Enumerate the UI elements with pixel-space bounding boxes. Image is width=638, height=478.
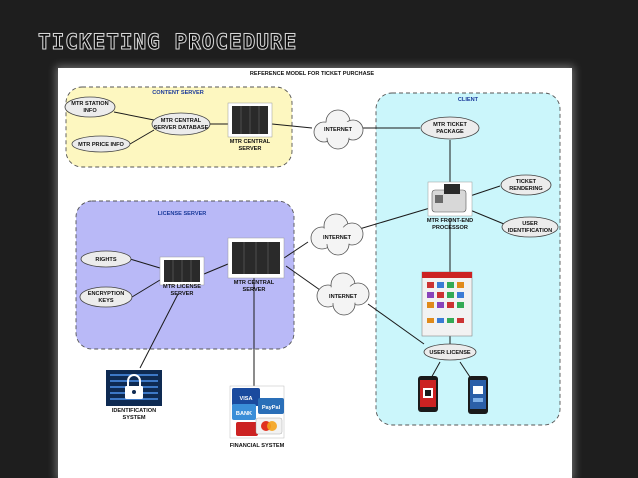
diagram-heading: REFERENCE MODEL FOR TICKET PURCHASE [250,71,374,77]
client-title: CLIENT [458,97,479,103]
mtr-station-info-node: MTR STATION INFO [64,96,116,118]
svg-text:INFO: INFO [83,108,97,114]
svg-text:KEYS: KEYS [98,298,114,304]
front-end-processor-label-line2: PROCESSOR [432,225,468,231]
svg-text:BANK: BANK [236,411,252,417]
mtr-ticket-package-node: MTR TICKET PACKAGE [420,116,480,140]
svg-text:IDENTIFICATION: IDENTIFICATION [508,228,552,234]
svg-text:USER LICENSE: USER LICENSE [429,350,471,356]
connector [285,265,321,291]
content-server-title: CONTENT SERVER [152,90,204,96]
ticket-rendering-node: TICKET RENDERING [500,174,552,196]
reference-model-diagram: REFERENCE MODEL FOR TICKET PURCHASE CONT… [64,71,561,449]
internet-cloud-middle: INTERNET [310,213,364,256]
svg-text:INTERNET: INTERNET [329,294,358,300]
license-central-server-icon [227,237,285,279]
connector [469,209,505,225]
svg-text:MTR PRICE INFO: MTR PRICE INFO [78,142,124,148]
encryption-keys-node: ENCRYPTION KEYS [79,286,133,308]
diagram-panel: REFERENCE MODEL FOR TICKET PURCHASE CONT… [58,68,572,478]
license-server-icon [159,256,205,286]
connector [271,123,313,129]
svg-text:INTERNET: INTERNET [324,127,353,133]
connector [283,241,309,259]
svg-text:RENDERING: RENDERING [509,186,543,192]
connector [113,111,155,121]
front-end-processor-label: MTR FRONT-END [427,218,473,224]
svg-text:VISA: VISA [239,396,252,402]
svg-text:PACKAGE: PACKAGE [436,129,464,135]
identification-system-image [106,370,162,406]
svg-text:RIGHTS: RIGHTS [95,257,116,263]
lock-icon [127,374,141,386]
front-end-processor-icon [427,181,473,217]
svg-text:PayPal: PayPal [262,405,281,411]
internet-cloud-top: INTERNET [313,109,364,150]
connector [355,207,431,231]
financial-system-label: FINANCIAL SYSTEM [230,443,285,449]
license-central-server-label: MTR CENTRAL [234,280,275,286]
mobile-phone-left-icon [418,376,438,412]
client-zone [375,92,561,426]
license-central-server-label-line2: SERVER [243,287,266,293]
identification-system-label-line2: SYSTEM [122,415,145,421]
connector [203,263,229,275]
internet-cloud-bottom: INTERNET [316,272,370,316]
svg-text:MTR STATION: MTR STATION [71,101,108,107]
svg-text:ENCRYPTION: ENCRYPTION [88,291,124,297]
content-central-server-icon [227,102,273,138]
svg-text:TICKET: TICKET [516,179,537,185]
license-server-title: LICENSE SERVER [158,211,207,217]
connector [131,279,161,298]
slide-title: TICKETING PROCEDURE [37,30,298,55]
user-license-node: USER LICENSE [423,343,477,361]
connector [367,303,425,345]
rights-node: RIGHTS [80,250,132,268]
license-server-label: MTR LICENSE [163,284,201,290]
license-server-label-line2: SERVER [171,291,194,297]
svg-text:INTERNET: INTERNET [323,235,352,241]
svg-text:MTR CENTRAL: MTR CENTRAL [161,118,202,124]
identification-system-label: IDENTIFICATION [112,408,156,414]
connector [129,258,161,269]
mobile-app-screenshot [421,271,473,337]
svg-text:MTR TICKET: MTR TICKET [433,122,467,128]
content-central-server-label-line2: SERVER [239,146,262,152]
connector [469,185,501,197]
svg-text:USER: USER [522,221,538,227]
payment-cards-image: VISA PayPal BANK [229,385,285,439]
mtr-price-info-node: MTR PRICE INFO [71,135,131,153]
mobile-phone-right-icon [468,376,488,414]
connector [129,129,155,145]
content-central-server-label: MTR CENTRAL [230,139,271,145]
user-identification-node: USER IDENTIFICATION [501,216,559,238]
connector [139,293,179,369]
mtr-central-server-database-node: MTR CENTRAL SERVER DATABASE [151,112,211,136]
svg-text:SERVER DATABASE: SERVER DATABASE [154,125,209,131]
connector-lines [113,111,505,386]
